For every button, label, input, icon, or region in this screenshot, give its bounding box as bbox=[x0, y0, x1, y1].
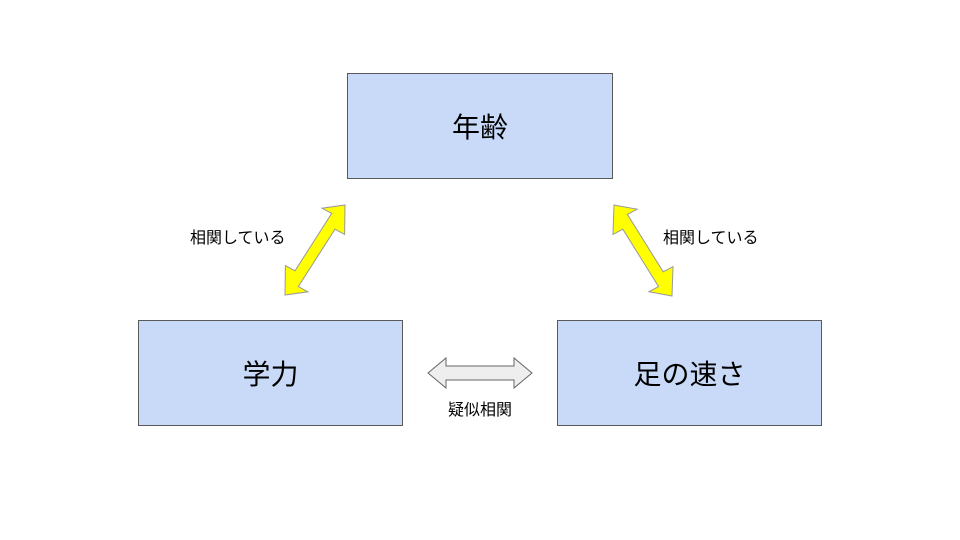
correlation-arrow-left bbox=[284, 204, 346, 296]
correlation-arrow-right bbox=[612, 204, 674, 297]
spurious-arrow bbox=[427, 356, 533, 390]
node-academic-ability: 学力 bbox=[138, 320, 403, 426]
node-running-speed: 足の速さ bbox=[557, 320, 822, 426]
spurious-correlation-label: 疑似相関 bbox=[448, 400, 513, 419]
correlation-label-left: 相関している bbox=[190, 228, 286, 247]
correlation-label-right: 相関している bbox=[663, 228, 759, 247]
node-age: 年齢 bbox=[347, 73, 613, 179]
